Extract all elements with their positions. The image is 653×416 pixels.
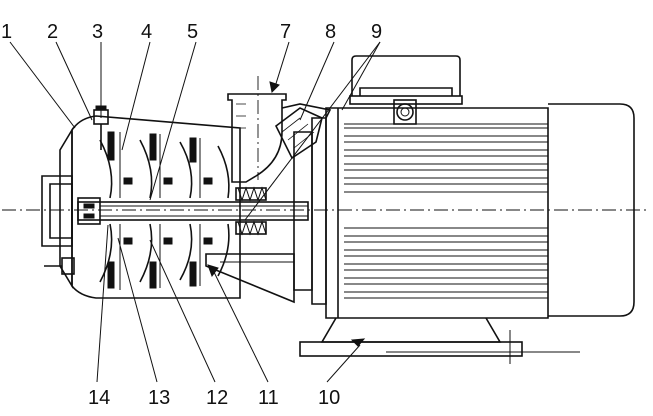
callout-8: 8 — [325, 21, 336, 43]
impellers — [99, 132, 230, 290]
callout-3: 3 — [92, 21, 103, 43]
shaft — [77, 197, 309, 225]
callout-1: 1 — [1, 21, 12, 43]
mechanical-seal — [235, 186, 267, 236]
callout-11: 11 — [258, 387, 279, 409]
callout-2: 2 — [47, 21, 58, 43]
motor-flange — [205, 103, 332, 305]
callout-12: 12 — [206, 387, 228, 409]
callout-5: 5 — [187, 21, 198, 43]
motor — [299, 55, 635, 364]
motor-fins — [344, 123, 548, 299]
callout-10: 10 — [318, 387, 340, 409]
pump-casing — [41, 105, 241, 299]
callout-13: 13 — [148, 387, 170, 409]
callouts-bottom: 14 13 12 11 10 — [88, 387, 340, 409]
callout-14: 14 — [88, 387, 110, 409]
callout-7: 7 — [280, 21, 291, 43]
callouts-top: 1 2 3 4 5 7 8 9 — [1, 21, 382, 43]
callout-9: 9 — [371, 21, 382, 43]
callout-4: 4 — [141, 21, 152, 43]
leader-lines — [9, 41, 381, 383]
stage-diffusers — [107, 131, 213, 289]
